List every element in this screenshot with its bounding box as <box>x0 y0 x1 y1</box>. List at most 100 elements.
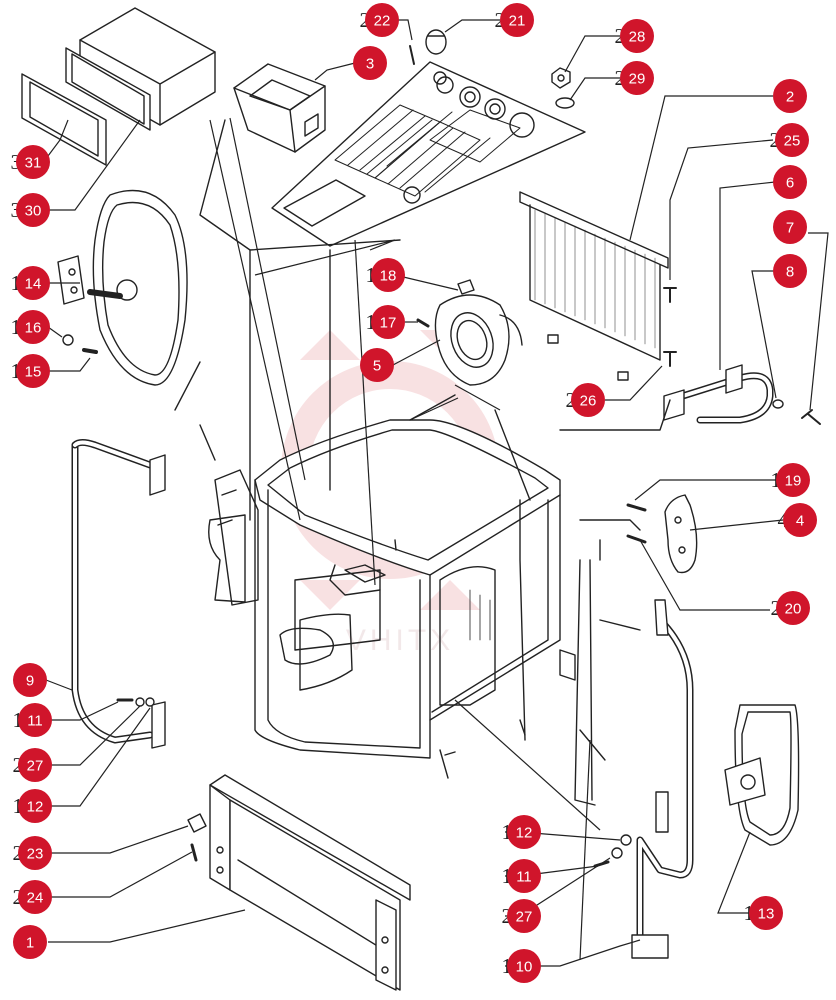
callout-label: 15 <box>25 364 42 381</box>
callout-badge <box>507 899 541 933</box>
callout-label: 19 <box>785 473 802 490</box>
callout-badge <box>776 463 810 497</box>
callout-badge <box>749 896 783 930</box>
washer <box>555 97 575 109</box>
callout-label: 11 <box>27 713 43 730</box>
sun-blind <box>519 191 669 381</box>
washer <box>620 834 632 846</box>
callout-ghost-digit: 1 <box>11 271 22 295</box>
callout-badge <box>18 703 52 737</box>
callout-label: 16 <box>25 320 42 337</box>
grab-handle <box>663 364 774 424</box>
callout-label: 17 <box>380 315 397 332</box>
nut <box>551 67 571 89</box>
callout-badge <box>18 836 52 870</box>
callout-label: 27 <box>27 758 44 775</box>
callout-label: 12 <box>27 799 44 816</box>
bolt <box>82 348 98 354</box>
storage-box <box>65 7 216 131</box>
callout-badge <box>16 354 50 388</box>
callout-badge <box>773 210 807 244</box>
callout-ghost-digit: 1 <box>502 864 513 888</box>
callout-badge <box>620 19 654 53</box>
left-grab-rail <box>71 439 166 749</box>
bolt <box>190 843 198 862</box>
callout-ghost-digit: 1 <box>744 901 755 925</box>
callout-ghost-digit: 1 <box>13 708 24 732</box>
callout-badge <box>353 46 387 80</box>
bolt <box>626 503 647 512</box>
callout-label: 28 <box>629 29 646 46</box>
callout-badge <box>571 383 605 417</box>
callout-badge <box>507 859 541 893</box>
callout-badge <box>16 310 50 344</box>
lower-panel <box>209 774 411 991</box>
callout-label: 24 <box>27 890 44 907</box>
callout-ghost-digit: 1 <box>11 359 22 383</box>
callout-ghost-digit: 1 <box>502 820 513 844</box>
callout-ghost-digit: 2 <box>13 885 24 909</box>
callout-badge <box>507 815 541 849</box>
callout-ghost-digit: 2 <box>615 24 626 48</box>
washer <box>145 697 155 707</box>
callout-ghost-digit: 2 <box>771 596 782 620</box>
callout-label: 29 <box>629 71 646 88</box>
callout-6: 6 <box>773 165 807 199</box>
left-mirror <box>57 189 188 386</box>
callout-badge <box>500 3 534 37</box>
callout-badge <box>18 789 52 823</box>
callout-8: 8 <box>773 254 807 288</box>
callout-badge <box>371 258 405 292</box>
callout-label: 13 <box>758 906 775 923</box>
washer <box>62 334 74 346</box>
watermark-text: VHITX <box>346 624 454 657</box>
screw <box>416 318 430 328</box>
callout-label: 12 <box>516 825 533 842</box>
callout-label: 21 <box>509 13 526 30</box>
screw <box>409 45 415 65</box>
callout-badge <box>18 880 52 914</box>
callout-9: 9 <box>13 663 47 697</box>
callout-badge <box>360 348 394 382</box>
callout-5: 5 <box>360 348 394 382</box>
callout-badge <box>776 591 810 625</box>
callout-label: 5 <box>373 358 381 375</box>
callout-label: 8 <box>786 264 794 281</box>
callout-badge <box>16 145 50 179</box>
callout-badge <box>773 165 807 199</box>
callout-ghost-digit: 3 <box>11 150 22 174</box>
callout-label: 11 <box>516 869 532 886</box>
callout-label: 7 <box>786 220 794 237</box>
callout-badge <box>13 925 47 959</box>
callout-label: 31 <box>25 155 42 172</box>
callout-label: 25 <box>784 133 801 150</box>
callout-ghost-digit: 2 <box>502 904 513 928</box>
washer <box>772 399 784 409</box>
bolt <box>663 351 677 367</box>
callout-3: 3 <box>353 46 387 80</box>
knob <box>425 29 447 55</box>
callout-label: 30 <box>25 203 42 220</box>
callout-label: 23 <box>27 846 44 863</box>
callout-ghost-digit: 1 <box>366 263 377 287</box>
